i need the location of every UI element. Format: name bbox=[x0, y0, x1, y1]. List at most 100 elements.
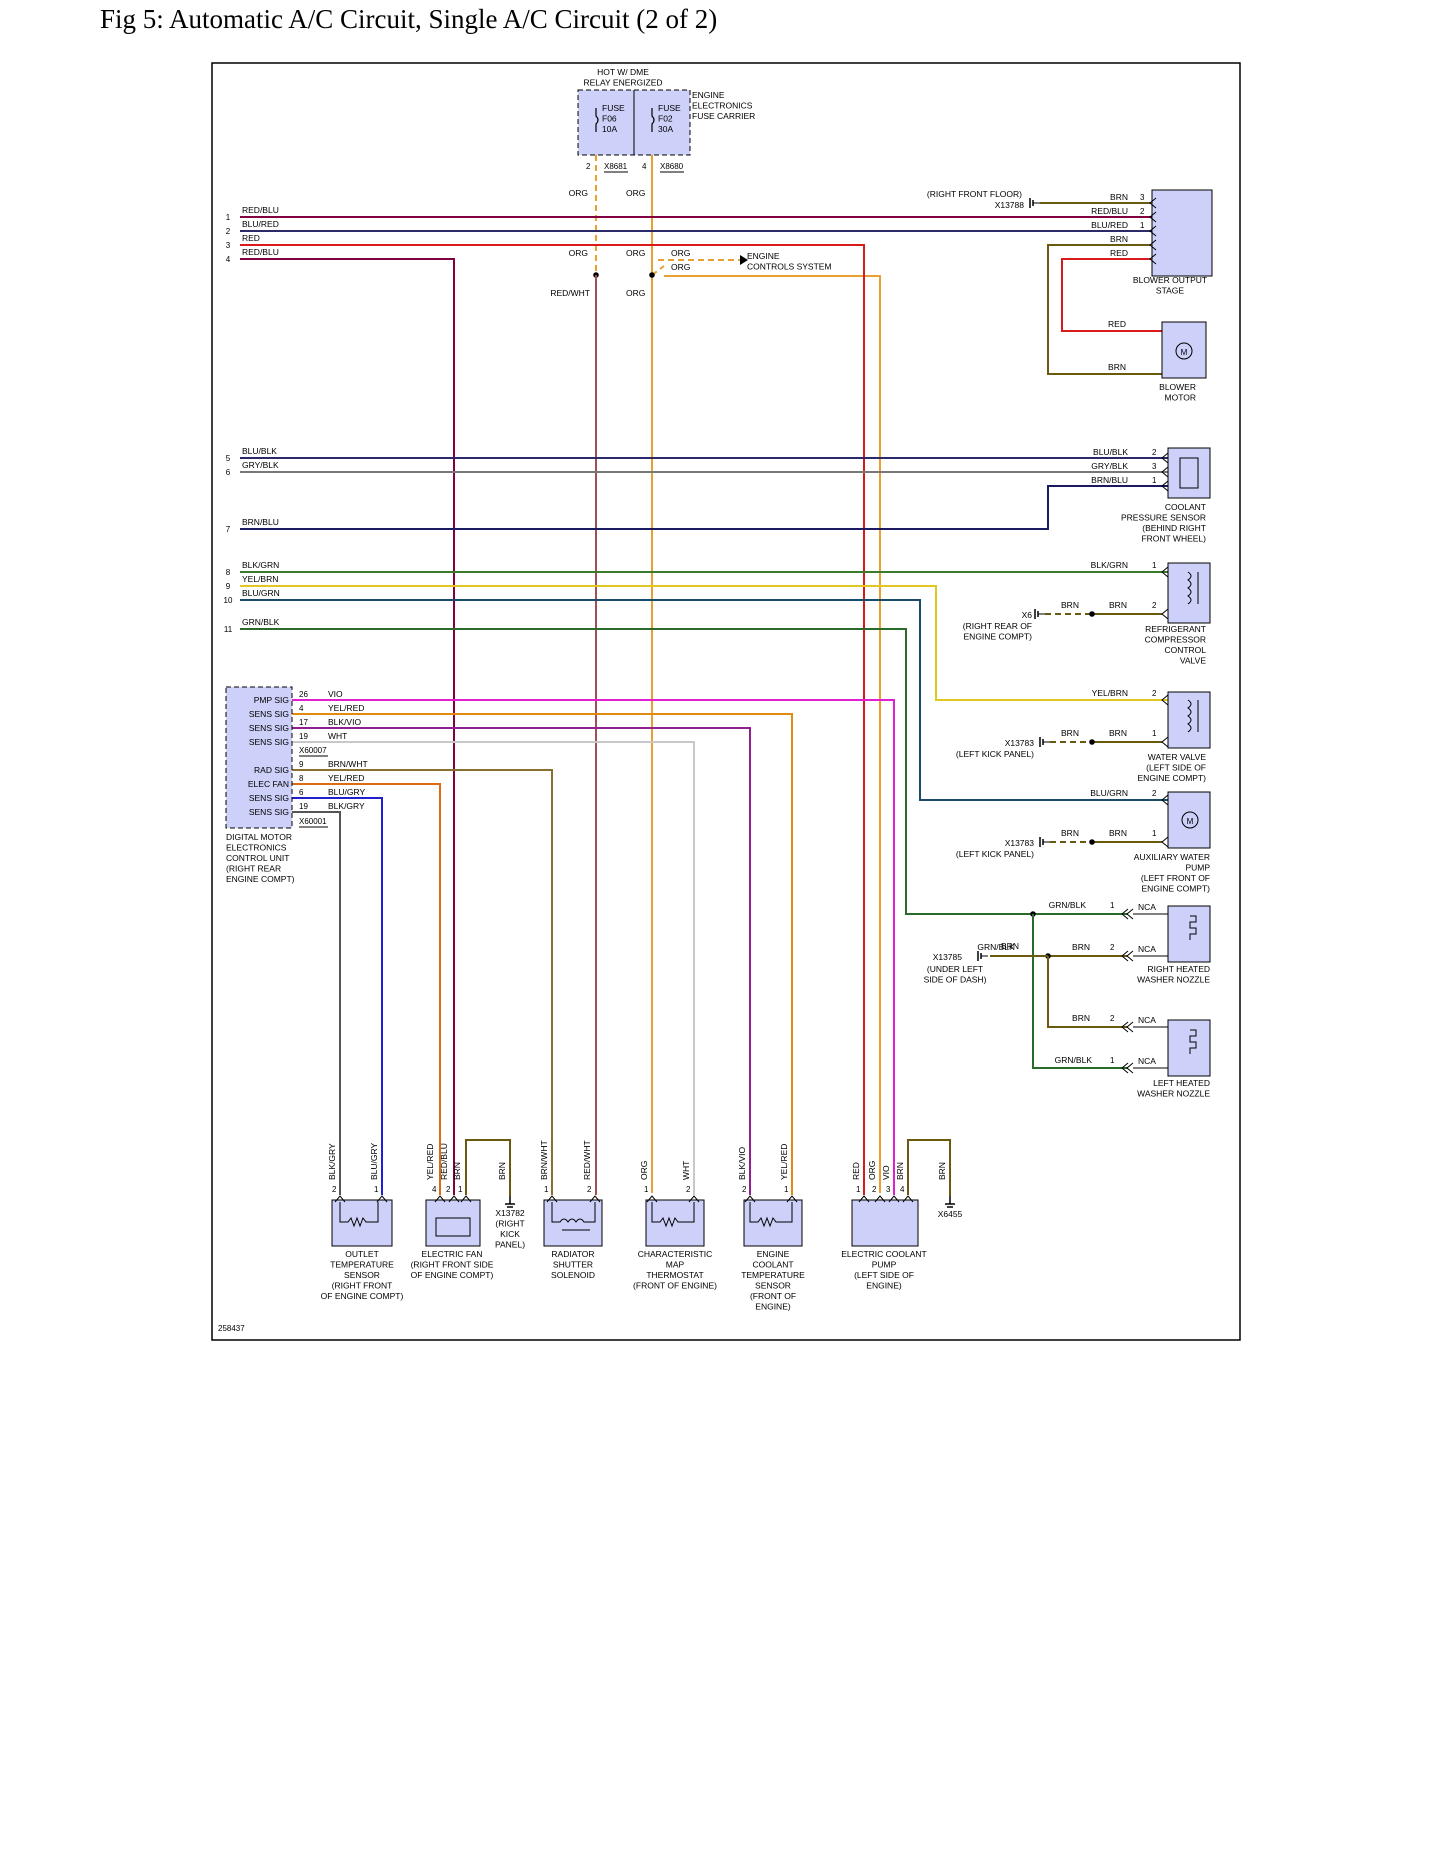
bus-wire-number: 4 bbox=[226, 255, 231, 264]
fuse-f02-label: F02 bbox=[658, 114, 673, 124]
bottom-wire-label: BLK/GRY bbox=[327, 1143, 337, 1180]
compressor-valve-label: COMPRESSOR bbox=[1145, 635, 1206, 645]
dme-wire-label: BLK/GRY bbox=[328, 801, 365, 811]
coolant-pressure-label: COOLANT bbox=[1165, 502, 1206, 512]
wire-red-3 bbox=[240, 244, 865, 1195]
fuse-carrier-label: ELECTRONICS bbox=[692, 101, 753, 111]
fuse-carrier-label: FUSE CARRIER bbox=[692, 111, 755, 121]
valve-wire-label: BLK/GRN bbox=[1091, 560, 1128, 570]
wire-grn-blk-11 bbox=[240, 628, 1033, 915]
wire-brn-blu-7 bbox=[240, 485, 1168, 530]
wire-blk-gry bbox=[292, 811, 341, 1195]
ground-connector: X13785 bbox=[933, 952, 963, 962]
water-valve-label: WATER VALVE bbox=[1148, 752, 1207, 762]
ground-location: (RIGHT REAR OF bbox=[963, 621, 1032, 631]
dme-signal-label: PMP SIG bbox=[254, 695, 289, 705]
pump-pin: 2 bbox=[1152, 789, 1157, 798]
connector-x60007: X60007 bbox=[299, 746, 327, 755]
bottom-wire-label: WHT bbox=[681, 1161, 691, 1180]
electric-fan-label: ELECTRIC FAN bbox=[422, 1249, 483, 1259]
fuse-pin: 2 bbox=[586, 162, 591, 171]
ground-location: (RIGHT FRONT FLOOR) bbox=[927, 189, 1022, 199]
dme-label: ELECTRONICS bbox=[226, 843, 287, 853]
blower-motor-label: BLOWER bbox=[1159, 382, 1196, 392]
valve-wire-label: YEL/BRN bbox=[1092, 688, 1128, 698]
coolant-pump-label: ENGINE) bbox=[866, 1281, 902, 1291]
connector-chevron bbox=[448, 1195, 460, 1203]
connector-chevron bbox=[1149, 239, 1157, 251]
connector-chevron bbox=[1149, 253, 1157, 265]
bus-wire-label: BLK/GRN bbox=[242, 560, 279, 570]
wire-label: RED bbox=[1108, 319, 1126, 329]
coolant-pressure-label: (BEHIND RIGHT bbox=[1142, 523, 1206, 533]
bottom-pin: 1 bbox=[374, 1185, 379, 1194]
bottom-wire-label: BRN bbox=[937, 1162, 947, 1180]
wire-label: ORG bbox=[569, 188, 588, 198]
outlet-temperature-sensor bbox=[331, 1199, 393, 1247]
connector-chevron bbox=[1121, 950, 1129, 962]
bottom-wire-label: RED/WHT bbox=[582, 1140, 592, 1180]
dme-pin: 26 bbox=[299, 690, 308, 699]
connector-chevron bbox=[1161, 694, 1169, 706]
wire-label: BRN bbox=[1061, 828, 1079, 838]
connector-chevron bbox=[1161, 566, 1169, 578]
bus-wire-number: 1 bbox=[226, 213, 231, 222]
connector-chevron bbox=[1161, 466, 1169, 478]
wire-label: BRN bbox=[1109, 600, 1127, 610]
thermostat-label: MAP bbox=[666, 1260, 685, 1270]
motor-symbol: M bbox=[1181, 348, 1188, 357]
ect-sensor-label: TEMPERATURE bbox=[741, 1270, 805, 1280]
connector-chevron bbox=[1126, 1021, 1134, 1033]
blower-wire-label: BRN bbox=[1110, 192, 1128, 202]
splice-dot bbox=[1089, 611, 1095, 617]
bottom-pin: 3 bbox=[886, 1185, 891, 1194]
shutter-label: SHUTTER bbox=[553, 1260, 593, 1270]
pump-wire-label: BLU/GRN bbox=[1090, 788, 1128, 798]
wire-label: BRN bbox=[1001, 941, 1019, 951]
water-valve-label: ENGINE COMPT) bbox=[1138, 773, 1207, 783]
blower-output-stage bbox=[1151, 189, 1213, 277]
connector-chevron bbox=[1126, 950, 1134, 962]
wire-label: BRN bbox=[1061, 600, 1079, 610]
ect-sensor-label: ENGINE) bbox=[755, 1302, 791, 1312]
fuse-hot-label: HOT W/ DME bbox=[597, 67, 649, 77]
blower-wire-label: BRN bbox=[1110, 234, 1128, 244]
thermistor-icon bbox=[339, 1202, 379, 1228]
bottom-pin: 1 bbox=[458, 1185, 463, 1194]
wire-label: GRN/BLK bbox=[1049, 900, 1087, 910]
connector-chevron bbox=[1121, 1021, 1129, 1033]
connector-chevron bbox=[1126, 1062, 1134, 1074]
thermostat-label: (FRONT OF ENGINE) bbox=[633, 1281, 717, 1291]
bottom-wire-label: RED/BLU bbox=[439, 1143, 449, 1180]
dme-wire-label: YEL/RED bbox=[328, 703, 364, 713]
dme-wire-label: WHT bbox=[328, 731, 347, 741]
valve-pin: 1 bbox=[1152, 729, 1157, 738]
dme-signal-label: SENS SIG bbox=[249, 737, 289, 747]
blower-wire-label: RED/BLU bbox=[1091, 206, 1128, 216]
bus-wire-label: BLU/RED bbox=[242, 219, 279, 229]
bus-wire-number: 10 bbox=[224, 596, 233, 605]
left-nozzle-label: WASHER NOZZLE bbox=[1137, 1089, 1210, 1099]
fuse-icon bbox=[595, 108, 599, 132]
connector-chevron bbox=[858, 1195, 870, 1203]
outlet-sensor-label: OF ENGINE COMPT) bbox=[321, 1291, 404, 1301]
wire-label: BRN bbox=[1072, 942, 1090, 952]
connector-chevron bbox=[786, 1195, 798, 1203]
bottom-pin: 1 bbox=[544, 1185, 549, 1194]
bottom-pin: 2 bbox=[446, 1185, 451, 1194]
connector-chevron bbox=[1161, 794, 1169, 806]
wire-label: GRN/BLK bbox=[977, 942, 1015, 952]
sensor-element bbox=[1179, 457, 1199, 489]
blower-pin: 1 bbox=[1140, 221, 1145, 230]
bus-wire-label: BLU/BLK bbox=[242, 446, 277, 456]
thermistor-icon bbox=[749, 1202, 793, 1228]
coolant-pump-label: PUMP bbox=[872, 1260, 897, 1270]
outlet-sensor-label: SENSOR bbox=[344, 1270, 380, 1280]
bottom-wire-label: BRN bbox=[497, 1162, 507, 1180]
dme-pin: 9 bbox=[299, 760, 304, 769]
right-nozzle-label: RIGHT HEATED bbox=[1148, 964, 1211, 974]
nozzle-pin: 1 bbox=[1110, 901, 1115, 910]
wire-brn-fan-gnd bbox=[465, 1139, 511, 1196]
connector-chevron bbox=[1161, 736, 1169, 748]
fuse-f06-label: 10A bbox=[602, 124, 617, 134]
